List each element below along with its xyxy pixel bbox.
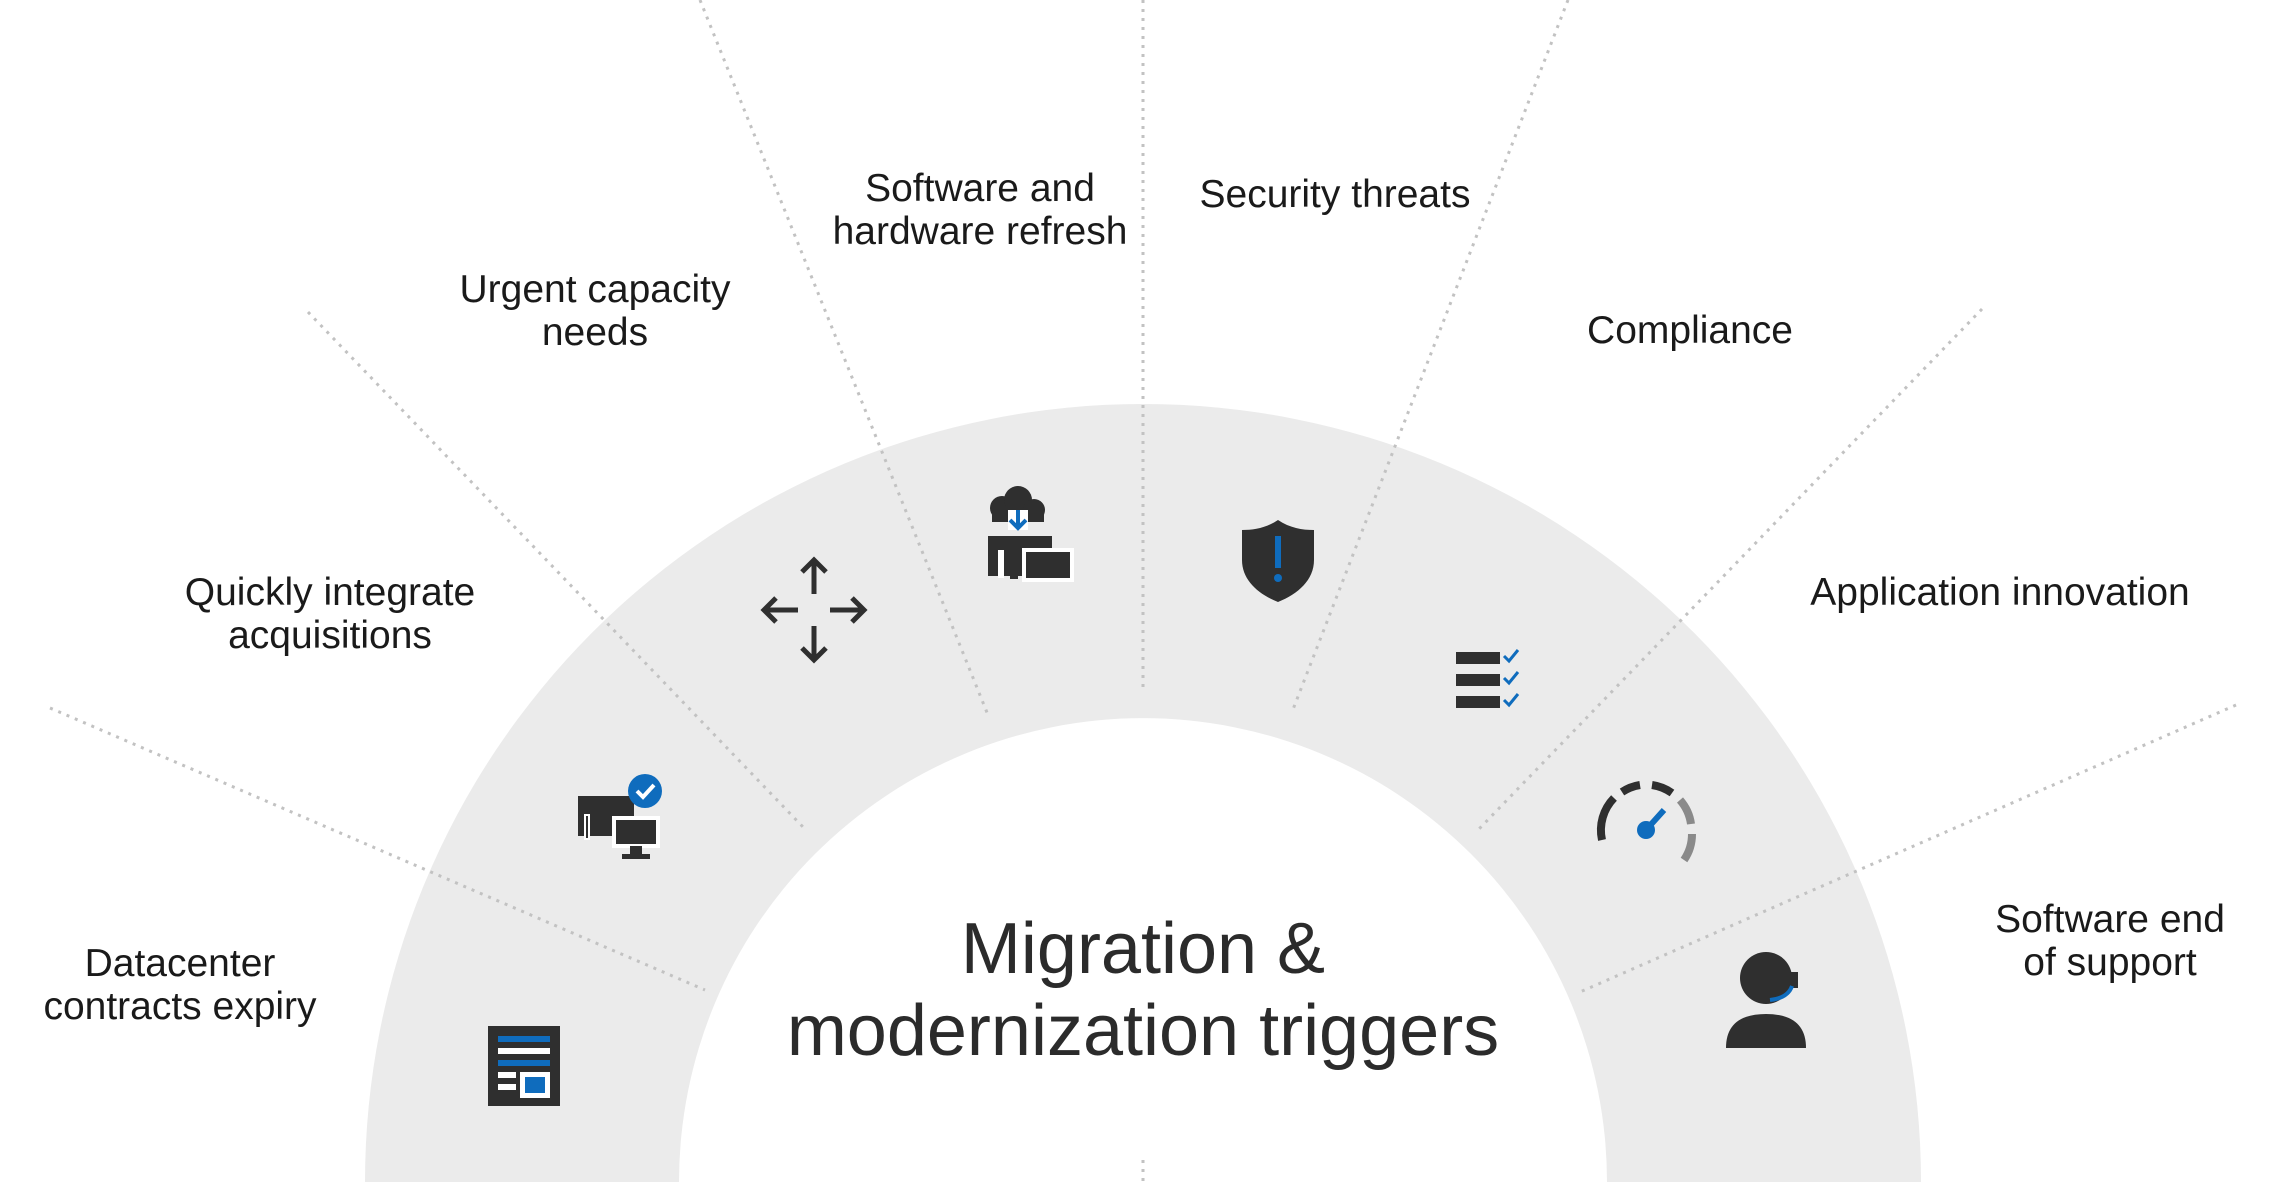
diagram-title: Migration & modernization triggers: [786, 909, 1500, 1071]
trigger-label-urgent-capacity-needs: Urgent capacity needs: [459, 268, 731, 354]
trigger-label-datacenter-contracts-expiry: Datacenter contracts expiry: [43, 942, 317, 1028]
divider-line: [49, 706, 706, 992]
divider-line: [306, 310, 805, 829]
shield-alert-icon: [1242, 520, 1314, 602]
divider-line: [698, 0, 990, 716]
document-report-icon: [488, 1026, 560, 1106]
trigger-label-software-hardware-refresh: Software and hardware refresh: [832, 167, 1128, 253]
cloud-download-devices-icon: [988, 486, 1074, 582]
divider-line: [1579, 703, 2237, 994]
trigger-label-compliance: Compliance: [1587, 309, 1793, 352]
divider-line: [1290, 0, 1570, 713]
divider-lines: [49, 0, 2237, 1182]
trigger-label-security-threats: Security threats: [1199, 173, 1471, 216]
divider-line: [1476, 307, 1984, 832]
trigger-label-software-end-of-support: Software end of support: [1995, 898, 2225, 984]
trigger-label-application-innovation: Application innovation: [1810, 571, 2190, 614]
devices-check-icon: [578, 774, 662, 859]
checklist-icon: [1456, 649, 1520, 708]
speedometer-icon: [1596, 781, 1697, 863]
support-agent-icon: [1726, 952, 1806, 1048]
trigger-ring: [365, 404, 1921, 1182]
move-arrows-icon: [760, 556, 868, 664]
trigger-label-quickly-integrate-acquisitions: Quickly integrate acquisitions: [184, 571, 476, 657]
